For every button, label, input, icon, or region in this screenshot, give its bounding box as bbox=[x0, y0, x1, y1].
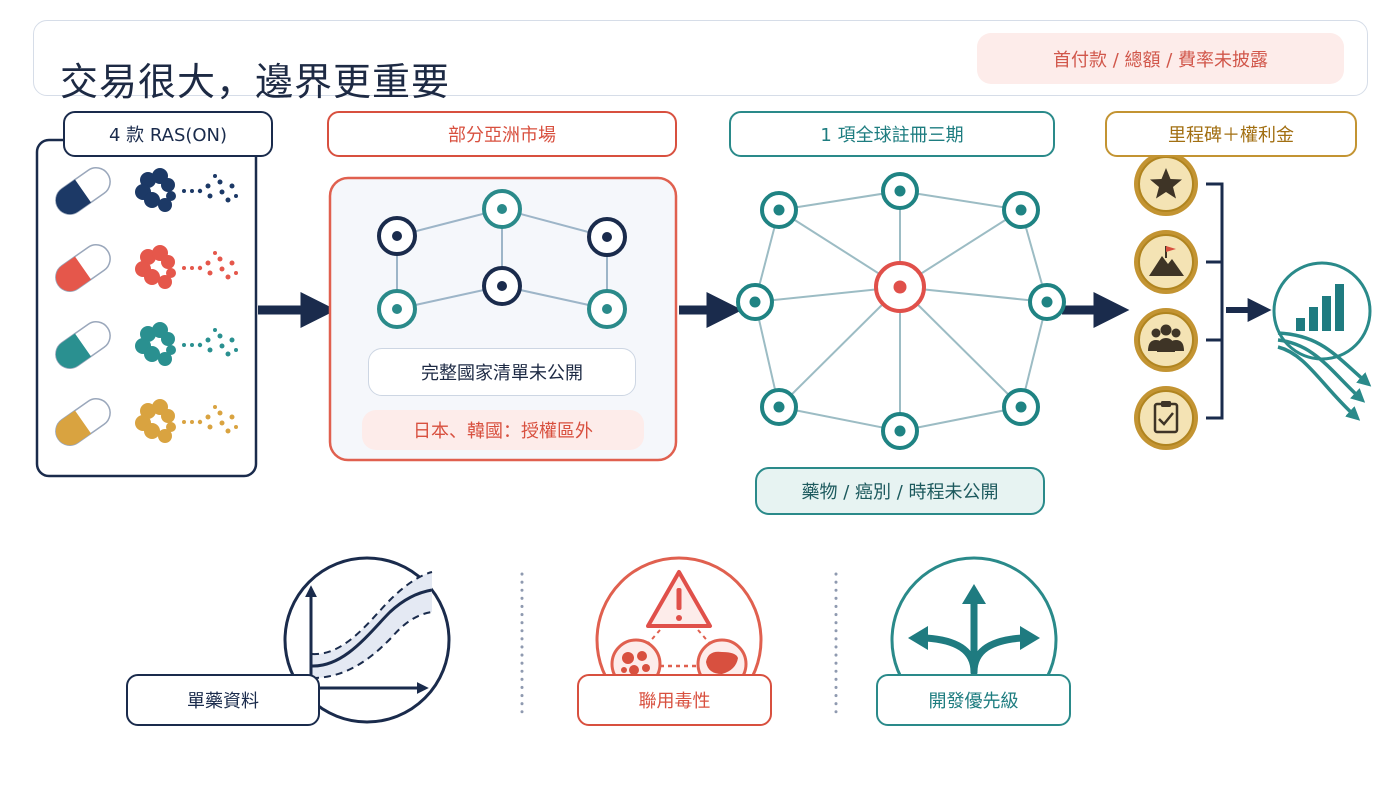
global-trial-note: 藥物 / 癌別 / 時程未公開 bbox=[755, 467, 1045, 515]
node-teal bbox=[1002, 191, 1040, 229]
payment-bracket bbox=[1206, 182, 1224, 420]
page-title: 交易很大，邊界更重要 bbox=[60, 60, 451, 104]
territory-note: 完整國家清單未公開 bbox=[368, 348, 636, 396]
molecule-icon bbox=[135, 245, 238, 289]
medal-mountain-flag-icon bbox=[1134, 230, 1198, 294]
consideration-label-monotherapy: 單藥資料 bbox=[126, 674, 320, 726]
node-teal bbox=[760, 191, 798, 229]
consideration-label-priority: 開發優先級 bbox=[876, 674, 1071, 726]
assets-label: 4 款 RAS(ON) bbox=[63, 111, 273, 157]
territory-label: 部分亞洲市場 bbox=[327, 111, 677, 157]
node-navy bbox=[377, 216, 417, 256]
node-teal bbox=[587, 289, 627, 329]
node-teal bbox=[736, 283, 774, 321]
capsule-icon bbox=[55, 321, 111, 369]
hub-node-red bbox=[874, 261, 926, 313]
node-teal bbox=[482, 189, 522, 229]
node-teal bbox=[881, 172, 919, 210]
medal-people-icon bbox=[1134, 308, 1198, 372]
node-navy bbox=[482, 266, 522, 306]
medal-clipboard-check-icon bbox=[1134, 386, 1198, 450]
consideration-label-combo-toxicity: 聯用毒性 bbox=[577, 674, 772, 726]
molecule-icon bbox=[135, 399, 238, 443]
territory-exclusion-badge: 日本、韓國：授權區外 bbox=[362, 410, 644, 450]
node-teal bbox=[1028, 283, 1066, 321]
asset-row-4 bbox=[55, 398, 238, 446]
asset-row-1 bbox=[55, 167, 238, 215]
asset-row-2 bbox=[55, 244, 238, 292]
node-teal bbox=[760, 388, 798, 426]
capsule-icon bbox=[55, 398, 111, 446]
molecule-icon bbox=[135, 322, 238, 366]
node-teal bbox=[1002, 388, 1040, 426]
medal-star-icon bbox=[1134, 152, 1198, 216]
capsule-icon bbox=[55, 244, 111, 292]
payments-label: 里程碑＋權利金 bbox=[1105, 111, 1357, 157]
capsule-icon bbox=[55, 167, 111, 215]
growth-chart-icon bbox=[1272, 261, 1372, 421]
node-navy bbox=[587, 217, 627, 257]
territory-nodes bbox=[377, 189, 627, 329]
node-teal bbox=[881, 412, 919, 450]
undisclosed-terms-badge: 首付款 / 總額 / 費率未披露 bbox=[977, 33, 1344, 84]
asset-row-3 bbox=[55, 321, 238, 369]
molecule-icon bbox=[135, 168, 238, 212]
global-trial-label: 1 項全球註冊三期 bbox=[729, 111, 1055, 157]
node-teal bbox=[377, 289, 417, 329]
dose-response-curve-icon bbox=[283, 556, 451, 724]
global-network-nodes bbox=[736, 172, 1066, 450]
